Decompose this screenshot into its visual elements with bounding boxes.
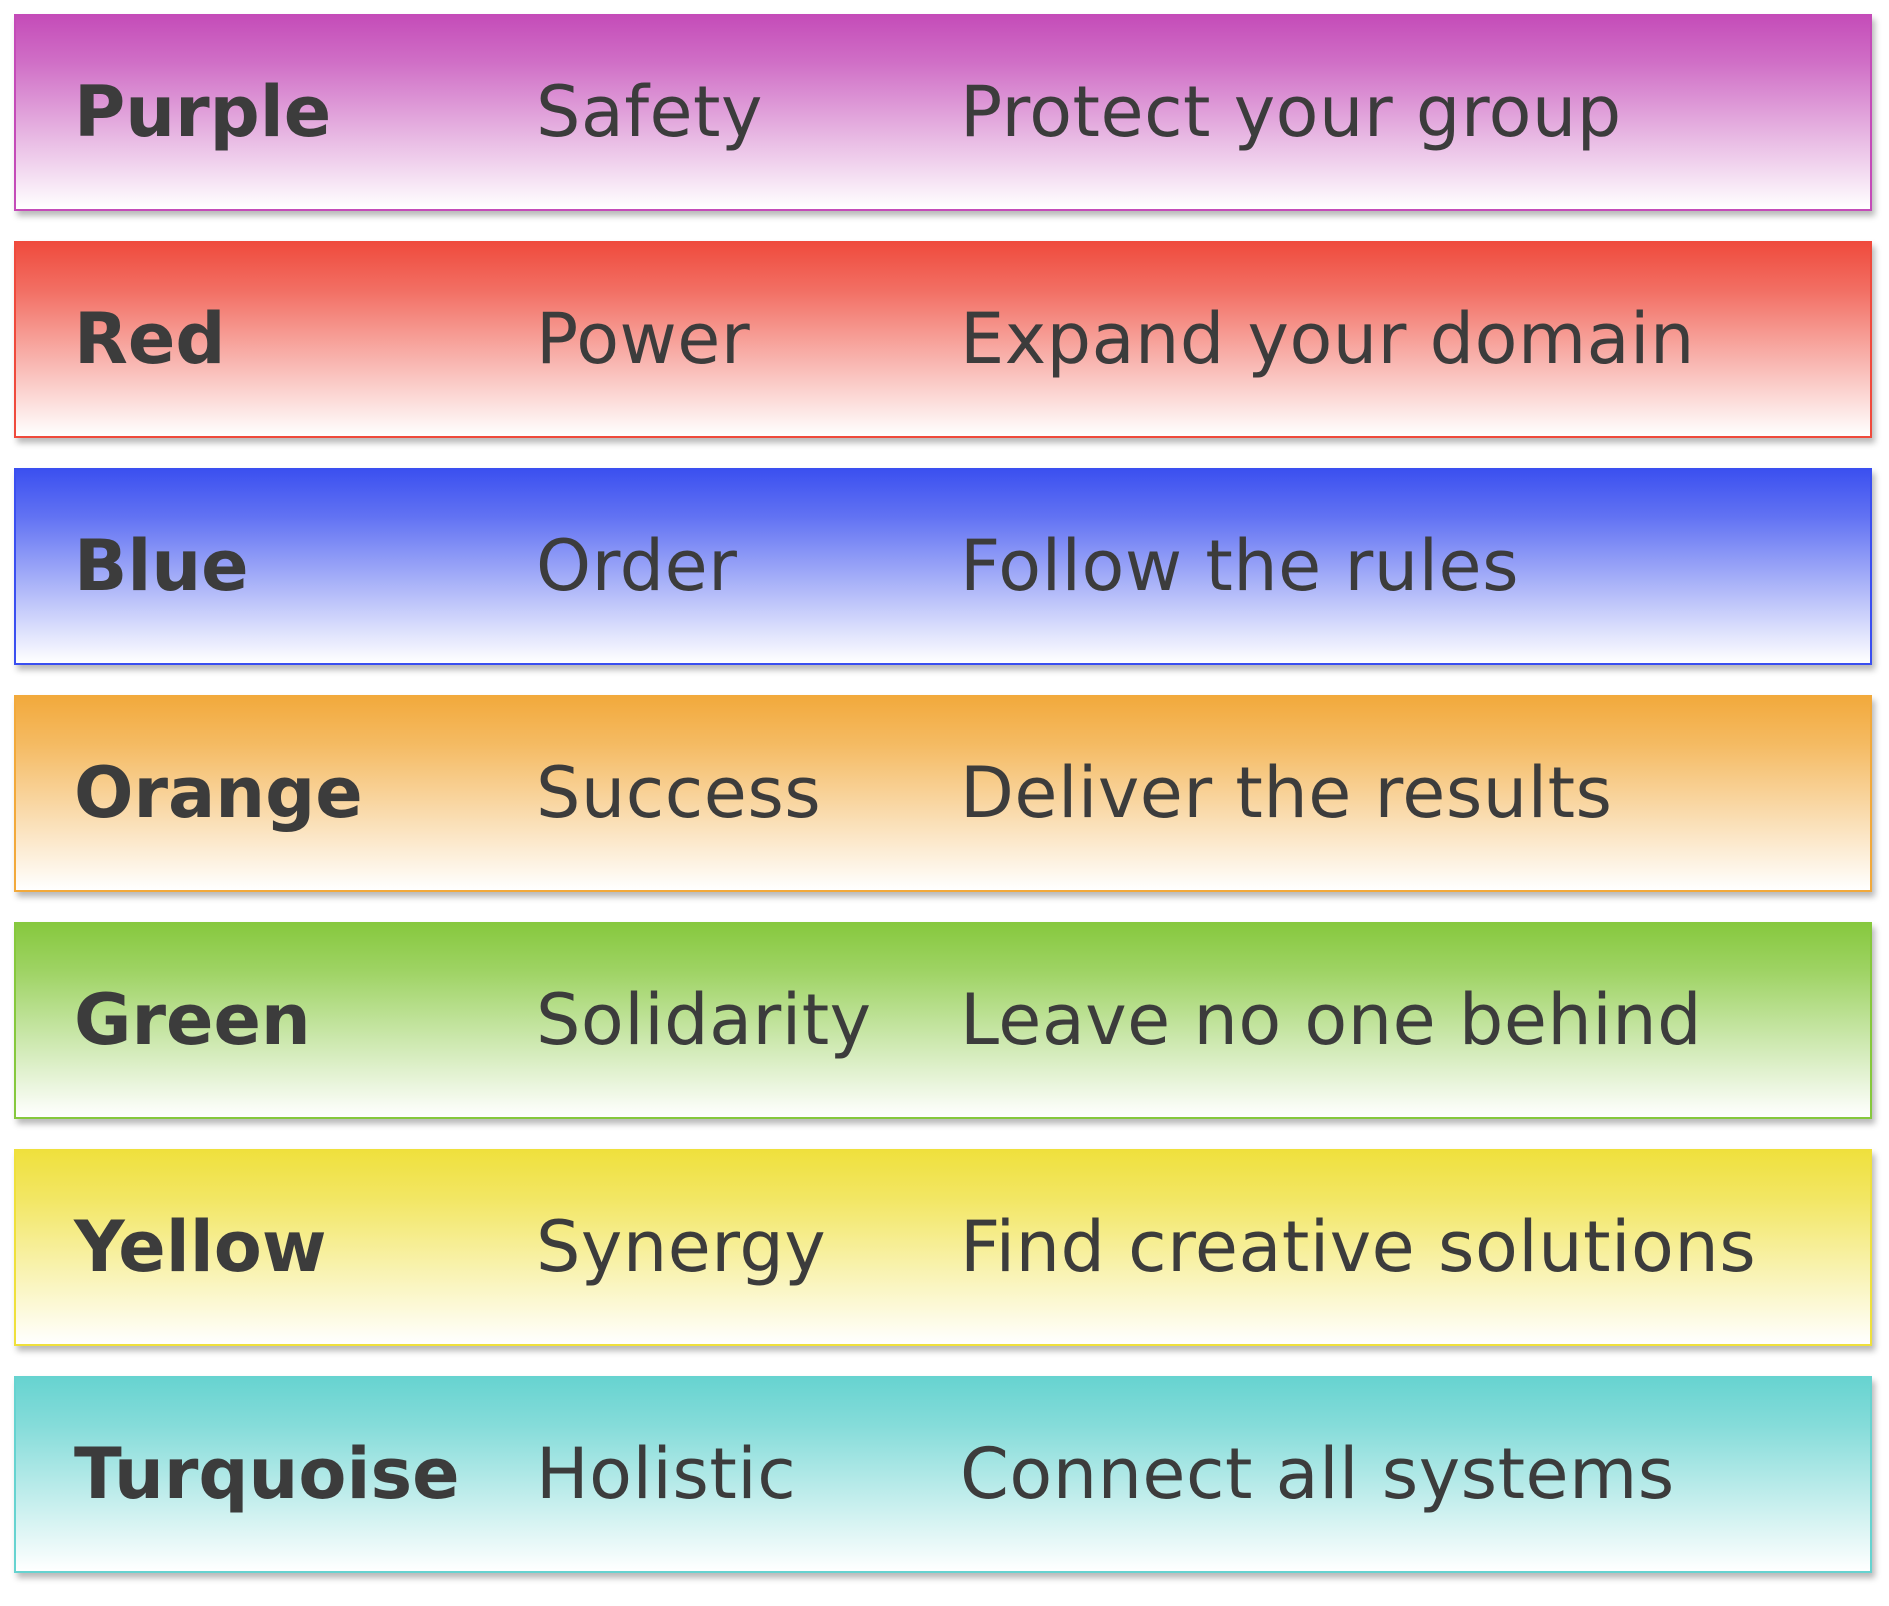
band-color-label: Blue — [74, 524, 249, 607]
band-value-label: Solidarity — [536, 978, 872, 1061]
band-color-label: Orange — [74, 751, 363, 834]
band-orange: Orange Success Deliver the results — [14, 695, 1872, 892]
band-value-label: Order — [536, 524, 738, 607]
band-color-label: Purple — [74, 70, 332, 153]
band-turquoise: Turquoise Holistic Connect all systems — [14, 1376, 1872, 1573]
band-value-label: Holistic — [536, 1432, 797, 1515]
band-motto-label: Expand your domain — [960, 297, 1695, 380]
band-color-label: Red — [74, 297, 226, 380]
band-motto-label: Protect your group — [960, 70, 1622, 153]
band-value-label: Safety — [536, 70, 763, 153]
band-motto-label: Connect all systems — [960, 1432, 1675, 1515]
band-value-label: Synergy — [536, 1205, 827, 1288]
band-blue: Blue Order Follow the rules — [14, 468, 1872, 665]
band-color-label: Turquoise — [74, 1432, 460, 1515]
band-motto-label: Leave no one behind — [960, 978, 1703, 1061]
band-motto-label: Follow the rules — [960, 524, 1520, 607]
band-red: Red Power Expand your domain — [14, 241, 1872, 438]
band-yellow: Yellow Synergy Find creative solutions — [14, 1149, 1872, 1346]
band-motto-label: Deliver the results — [960, 751, 1613, 834]
band-purple: Purple Safety Protect your group — [14, 14, 1872, 211]
band-value-label: Power — [536, 297, 751, 380]
band-color-label: Yellow — [74, 1205, 327, 1288]
band-color-label: Green — [74, 978, 311, 1061]
band-motto-label: Find creative solutions — [960, 1205, 1757, 1288]
band-value-label: Success — [536, 751, 822, 834]
band-green: Green Solidarity Leave no one behind — [14, 922, 1872, 1119]
